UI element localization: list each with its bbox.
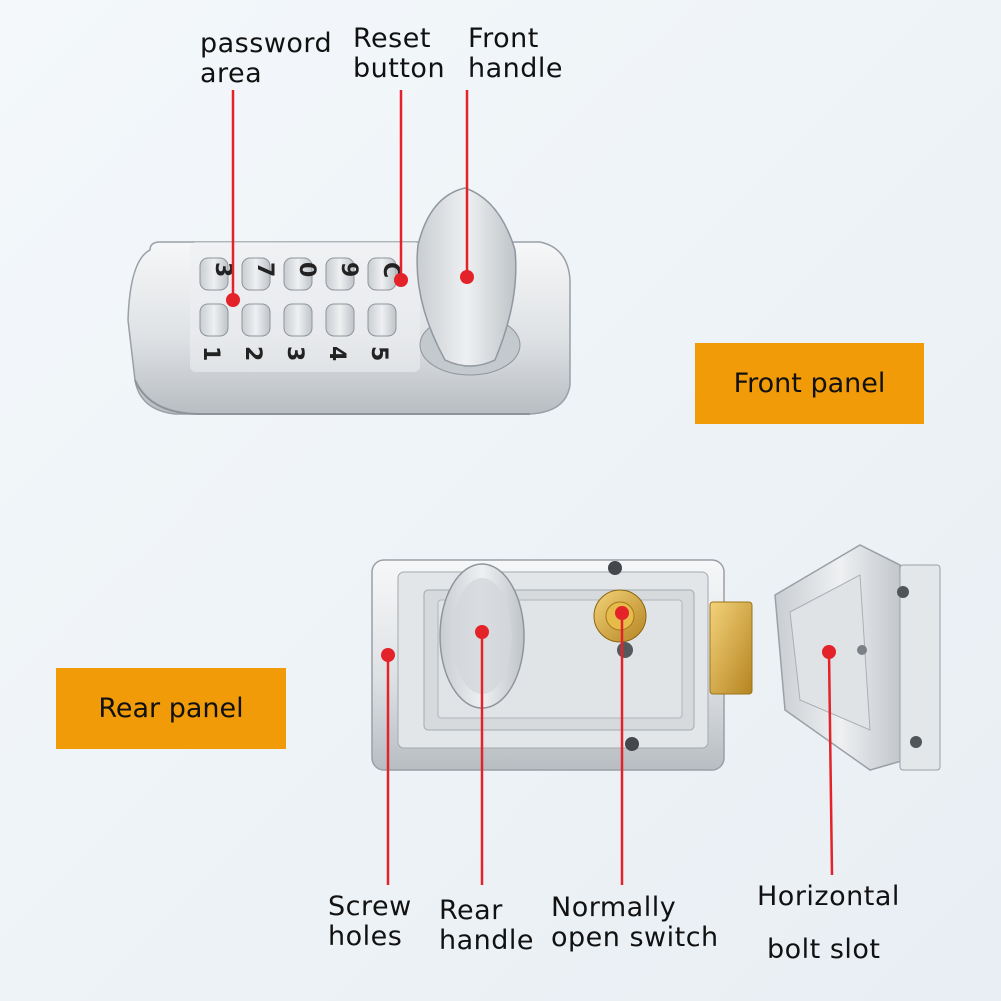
rear-panel-tag: Rear panel <box>56 668 286 749</box>
rear-panel-tag-text: Rear panel <box>98 693 244 724</box>
rear-lock-body <box>371 559 725 771</box>
front-panel-tag: Front panel <box>695 343 924 424</box>
label-bolt-slot-line2: bolt slot <box>767 934 881 965</box>
pointer-rear-handle <box>475 625 489 885</box>
key-digit-bottom: 4 <box>324 346 349 361</box>
label-rear-handle: Rear handle <box>439 895 535 956</box>
pointer-horizontal-bolt-slot <box>822 645 836 876</box>
key-button <box>367 303 397 337</box>
pointer-normally-open-switch <box>615 606 629 885</box>
pointer-password-area <box>226 90 240 307</box>
key-button <box>241 257 271 291</box>
key-digit-bottom: 1 <box>198 346 223 361</box>
key-digit-top: 7 <box>252 262 277 277</box>
keypad-digits: 3 7 0 9 C 1 2 3 4 5 <box>198 262 403 361</box>
label-screw-holes: Screw holes <box>328 891 412 952</box>
key-digit-top: 0 <box>294 262 319 277</box>
key-digit-bottom: 5 <box>366 346 391 361</box>
key-digit-top: C <box>378 262 403 278</box>
key-button <box>325 257 355 291</box>
key-button <box>367 257 397 291</box>
keypad-buttons <box>199 257 397 337</box>
key-button <box>283 257 313 291</box>
latch-bolt <box>709 601 753 695</box>
key-button <box>199 257 229 291</box>
strike-plate <box>774 544 941 771</box>
label-front-handle: Front handle <box>468 23 564 84</box>
key-digit-top: 9 <box>336 262 361 277</box>
key-digit-bottom: 2 <box>240 346 265 361</box>
key-digit-bottom: 3 <box>282 346 307 361</box>
key-button <box>199 303 229 337</box>
pointer-screw-holes <box>381 648 395 885</box>
key-digit-top: 3 <box>210 262 235 277</box>
pointer-reset-button <box>394 90 408 287</box>
label-bolt-slot-line1: Horizontal <box>757 881 900 912</box>
pointer-front-handle <box>460 90 474 284</box>
key-button <box>283 303 313 337</box>
key-button <box>325 303 355 337</box>
front-panel-tag-text: Front panel <box>733 368 886 399</box>
label-normally-open-switch: Normally open switch <box>551 892 719 953</box>
key-button <box>241 303 271 337</box>
label-reset-button: Reset button <box>353 23 446 84</box>
label-password-area: password area <box>200 28 333 89</box>
